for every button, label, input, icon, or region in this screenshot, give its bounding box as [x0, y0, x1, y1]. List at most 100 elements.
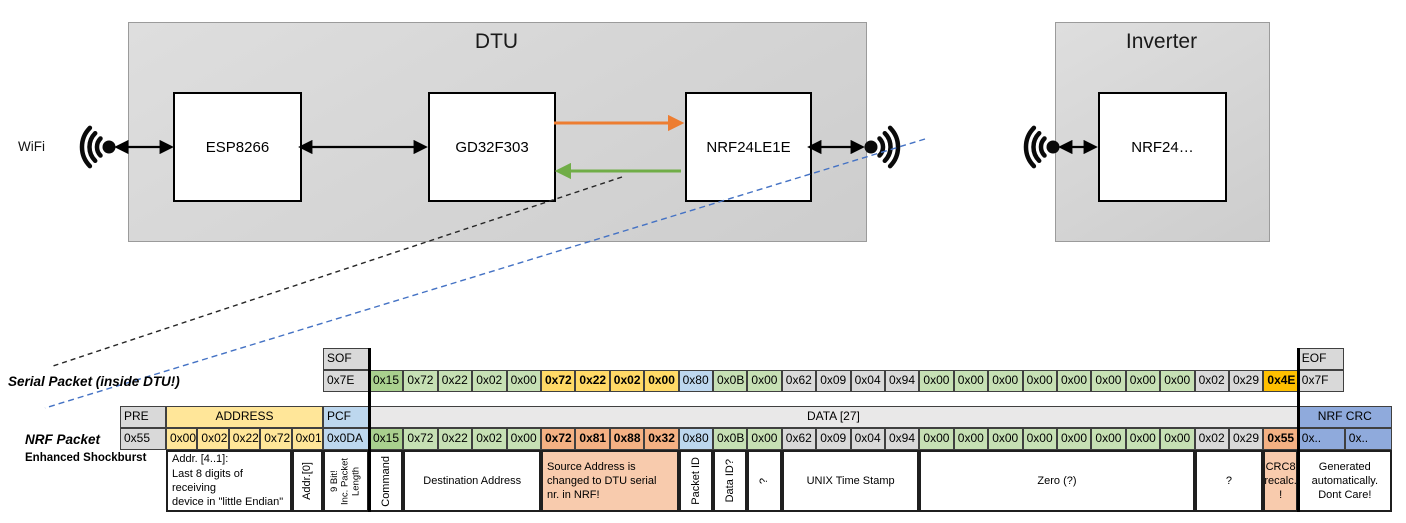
nrf-byte-cell: 0x00 [1091, 428, 1126, 450]
address-byte-cell: 0x22 [228, 428, 261, 450]
nrf-byte-cell: 0x00 [988, 428, 1023, 450]
serial-byte-cell: 0x0B [713, 370, 748, 392]
wifi-label: WiFi [18, 139, 45, 154]
serial-byte-cell: 0x72 [541, 370, 576, 392]
annotation-cell: Packet ID [678, 450, 713, 512]
nrf-byte-cell: 0x80 [678, 428, 713, 450]
serial-byte-cell: 0x02 [609, 370, 645, 392]
component-inverter-nrf24: NRF24… [1098, 92, 1227, 202]
serial-byte-cell: 0x4E [1263, 370, 1298, 392]
dtu-title: DTU [474, 30, 519, 53]
serial-byte-cell: 0x00 [1160, 370, 1195, 392]
nrf-byte-cell: 0x81 [575, 428, 610, 450]
annotation-cell: 9 Bit! Inc. Packet Length [323, 450, 369, 512]
nrf-packet-sublabel: Enhanced Shockburst [25, 452, 147, 464]
address-byte-cell: 0x72 [260, 428, 292, 450]
annotation-cell: Destination Address [403, 450, 541, 512]
nrf-byte-cell: 0x55 [1263, 428, 1298, 450]
nrf-byte-cell: 0x62 [781, 428, 817, 450]
serial-packet-label: Serial Packet (inside DTU!) [8, 373, 180, 389]
serial-byte-cell: 0x72 [403, 370, 438, 392]
nrf-crc-byte-cell: 0x.. [1344, 428, 1392, 450]
wifi-antenna-icon [79, 125, 116, 169]
nrf-byte-cell: 0x15 [369, 428, 404, 450]
pcf-byte-cell: 0x0DA [323, 428, 369, 450]
eof-byte-cell: 0x7F [1297, 370, 1344, 392]
serial-byte-cell: 0x00 [919, 370, 954, 392]
annotation-cell: ? [747, 450, 782, 512]
dtu-antenna-icon [864, 125, 901, 169]
annotation-cell: Generated automatically. Dont Care! [1297, 450, 1392, 512]
nrf-byte-cell: 0x04 [850, 428, 885, 450]
pre-byte-cell: 0x55 [120, 428, 166, 450]
serial-byte-cell: 0x80 [678, 370, 713, 392]
nrf-byte-cell: 0x09 [816, 428, 851, 450]
annotation-cell: CRC8 recalc. ! [1263, 450, 1298, 512]
nrf-byte-cell: 0x29 [1229, 428, 1264, 450]
nrf-byte-cell: 0x00 [953, 428, 989, 450]
payload-end-divider [1296, 348, 1300, 512]
nrf-byte-cell: 0x94 [885, 428, 920, 450]
address-byte-cell: 0x00 [166, 428, 198, 450]
payload-start-divider [367, 348, 371, 512]
component-gd32f303: GD32F303 [428, 92, 556, 202]
nrf-byte-cell: 0x00 [506, 428, 541, 450]
serial-byte-cell: 0x29 [1229, 370, 1264, 392]
serial-byte-cell: 0x02 [1194, 370, 1229, 392]
serial-byte-cell: 0x62 [781, 370, 817, 392]
nrf-byte-cell: 0x32 [644, 428, 679, 450]
nrf-crc-header-cell: NRF CRC [1297, 406, 1392, 428]
serial-byte-cell: 0x00 [1091, 370, 1126, 392]
nrf-byte-cell: 0x72 [541, 428, 576, 450]
annotation-cell: Addr.[0] [291, 450, 323, 512]
serial-byte-cell: 0x94 [885, 370, 920, 392]
address-byte-cell: 0x02 [197, 428, 229, 450]
nrf-byte-cell: 0x00 [1057, 428, 1092, 450]
sof-byte-cell: 0x7E [323, 370, 369, 392]
address-byte-cell: 0x01 [291, 428, 323, 450]
annotation-cell: UNIX Time Stamp [781, 450, 920, 512]
nrf-byte-cell: 0x22 [437, 428, 473, 450]
nrf-byte-cell: 0x02 [472, 428, 507, 450]
serial-byte-cell: 0x15 [369, 370, 404, 392]
nrf-byte-cell: 0x00 [1022, 428, 1057, 450]
data-header-cell: DATA [27] [369, 406, 1298, 428]
nrf-byte-cell: 0x02 [1194, 428, 1229, 450]
serial-byte-cell: 0x22 [437, 370, 473, 392]
inverter-title: Inverter [1125, 30, 1198, 53]
nrf-byte-cell: 0x00 [747, 428, 782, 450]
pre-header-cell: PRE [120, 406, 166, 428]
serial-byte-cell: 0x02 [472, 370, 507, 392]
nrf-crc-byte-cell: 0x.. [1297, 428, 1345, 450]
pcf-header-cell: PCF [323, 406, 369, 428]
nrf-byte-cell: 0x00 [1160, 428, 1195, 450]
serial-byte-cell: 0x00 [953, 370, 989, 392]
nrf-byte-cell: 0x88 [609, 428, 645, 450]
component-esp8266: ESP8266 [173, 92, 302, 202]
eof-header-cell: EOF [1297, 348, 1344, 370]
serial-byte-cell: 0x00 [506, 370, 541, 392]
component-nrf24le1e: NRF24LE1E [685, 92, 812, 202]
annotation-cell: Command [369, 450, 404, 512]
nrf-packet-label: NRF Packet [25, 431, 101, 447]
serial-byte-cell: 0x04 [850, 370, 885, 392]
nrf-byte-cell: 0x00 [1125, 428, 1161, 450]
nrf-byte-cell: 0x72 [403, 428, 438, 450]
serial-byte-cell: 0x00 [747, 370, 782, 392]
annotation-cell: Data ID? [713, 450, 748, 512]
serial-byte-cell: 0x00 [988, 370, 1023, 392]
serial-byte-cell: 0x00 [1057, 370, 1092, 392]
sof-header-cell: SOF [323, 348, 369, 370]
nrf-byte-cell: 0x00 [919, 428, 954, 450]
serial-byte-cell: 0x09 [816, 370, 851, 392]
address-header-cell: ADDRESS [166, 406, 323, 428]
annotation-cell: Addr. [4..1]: Last 8 digits of receiving… [166, 450, 292, 512]
serial-byte-cell: 0x00 [1125, 370, 1161, 392]
serial-byte-cell: 0x00 [644, 370, 679, 392]
serial-byte-cell: 0x00 [1022, 370, 1057, 392]
annotation-cell: ? [1194, 450, 1264, 512]
annotation-cell: Zero (?) [919, 450, 1195, 512]
serial-byte-cell: 0x22 [575, 370, 610, 392]
nrf-byte-cell: 0x0B [713, 428, 748, 450]
